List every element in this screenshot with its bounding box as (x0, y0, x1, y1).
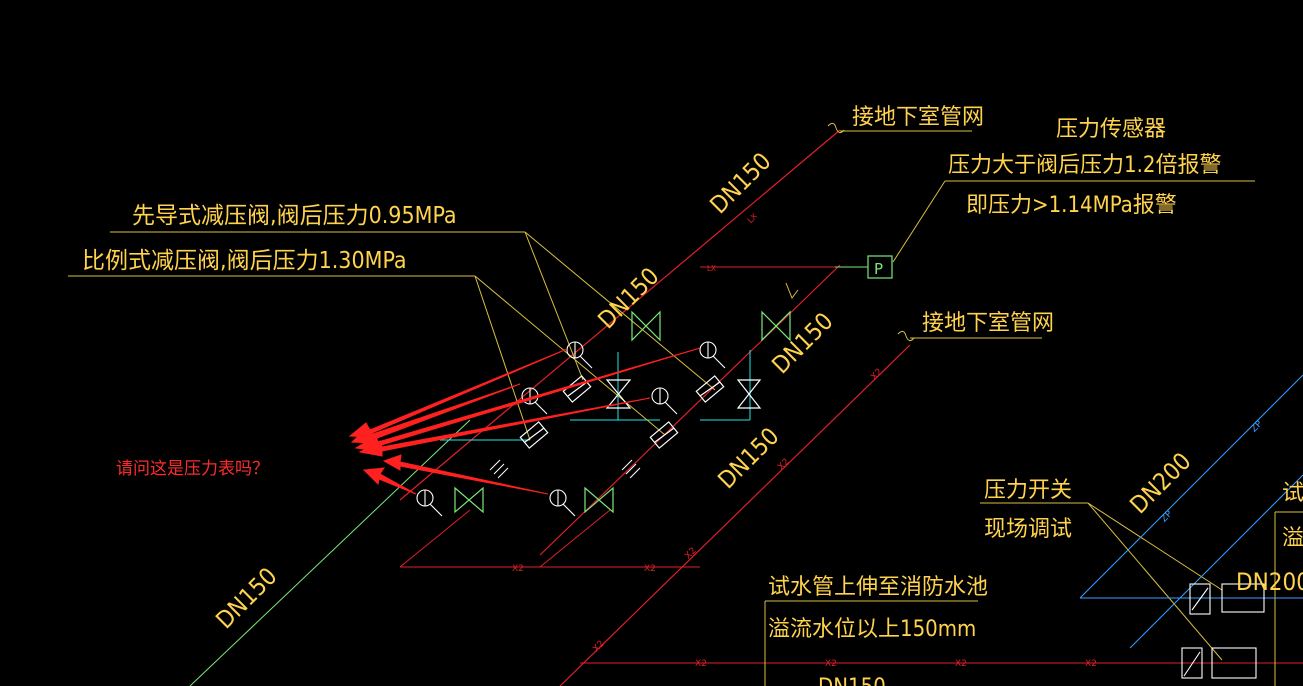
arrow-top-valve (785, 282, 799, 300)
pressure-sensor-box (867, 255, 893, 279)
pipe-red-main-1 (399, 129, 841, 501)
annotation-test-pipe-1: 试水管上伸至消防水池 (768, 575, 988, 600)
leader-pilot-2 (524, 231, 716, 391)
arrow-to-gauge-3 (350, 383, 521, 444)
arrow-to-gauge-5 (382, 454, 549, 495)
label-dn150-b: DN150 (592, 262, 664, 334)
tag-x2-4: X2 (825, 659, 837, 669)
pressure-reducing-valve-1 (562, 375, 592, 403)
label-dn150-c: DN150 (766, 307, 838, 379)
annotation-question: 请问这是压力表吗？ (116, 459, 269, 479)
arrow-to-gauge-1 (348, 348, 568, 438)
break-symbol-1 (827, 122, 845, 134)
tag-zp-2: ZP (1159, 509, 1175, 525)
pressure-switch-device-1 (1189, 583, 1265, 615)
tag-lx-2: LX (746, 211, 760, 225)
valve-gate-5 (454, 486, 484, 514)
leader-ratio-1 (474, 275, 531, 441)
annotation-test-pipe-2: 溢流水位以上150mm (768, 617, 976, 642)
label-dn150-d: DN150 (712, 422, 784, 494)
tag-x2-8: X2 (776, 457, 791, 472)
arrow-to-gauge-4 (358, 397, 651, 457)
tag-x2-10: X2 (591, 639, 606, 654)
valve-gate-2 (761, 310, 791, 342)
tag-p: P (874, 260, 883, 278)
annotation-sensor-line1: 压力大于阀后压力1.2倍报警 (948, 153, 1221, 178)
tag-x2-5: X2 (955, 659, 967, 669)
pressure-gauge-4 (651, 387, 678, 415)
pressure-reducing-valve-2 (695, 375, 725, 403)
break-symbol-2 (897, 330, 915, 342)
tag-x2-9: X2 (683, 546, 698, 561)
pipe-red-slope-b (539, 509, 611, 568)
pressure-gauge-5 (416, 489, 443, 517)
leader-switch-diag-2 (1087, 502, 1223, 661)
pressure-switch-device-2 (1181, 647, 1257, 679)
annotation-basement-1: 接地下室管网 (852, 105, 984, 130)
annotation-sensor-title: 压力传感器 (1056, 117, 1166, 142)
tag-x2-1: X2 (512, 564, 524, 574)
tag-lx-1: LX (707, 264, 716, 273)
arrow-to-gauge-6 (362, 467, 417, 495)
callout-arrows (348, 347, 701, 495)
annotation-sensor-line2: 即压力>1.14MPa报警 (966, 193, 1177, 218)
label-dn150-e: DN150 (210, 562, 282, 634)
filter-1 (489, 459, 509, 479)
pressure-reducing-valve-4 (649, 421, 679, 449)
label-dn150-a: DN150 (704, 147, 776, 219)
pipe-red-main-3 (559, 344, 911, 686)
tag-x2-6: X2 (1085, 659, 1097, 669)
annotation-pressure-switch-2: 现场调试 (984, 517, 1072, 542)
annotation-pilot-valve: 先导式减压阀,阀后压力0.95MPa (132, 203, 457, 229)
leader-switch-diag-1 (1087, 502, 1223, 591)
pipe-blue-zp-1 (1079, 374, 1303, 599)
valve-gate-6 (584, 486, 614, 514)
pressure-gauge-1 (566, 341, 593, 369)
leader-ratio-2 (474, 275, 666, 436)
annotation-basement-2: 接地下室管网 (922, 311, 1054, 336)
pipe-green-dn150 (189, 419, 471, 686)
tag-x2-7: X2 (869, 367, 884, 382)
leader-pilot-1 (524, 231, 584, 381)
pressure-gauge-2 (699, 341, 726, 369)
leader-sensor-diag (892, 180, 946, 263)
annotation-edge-1: 试 (1282, 481, 1303, 506)
pressure-reducing-valve-3 (519, 421, 549, 449)
valve-gate-4 (736, 379, 762, 409)
pipe-blue-zp-2 (1129, 474, 1303, 649)
tag-zp-1: ZP (1249, 419, 1265, 435)
annotation-edge-2: 溢 (1282, 526, 1303, 551)
valve-gate-1 (631, 310, 661, 342)
filter-2 (621, 459, 641, 479)
pipe-red-slope-a (399, 509, 471, 568)
valve-gate-3 (605, 379, 632, 409)
tag-x2-3: X2 (695, 659, 707, 669)
label-dn200-b: DN200 (1236, 568, 1303, 596)
label-dn150-bottom: DN150 (818, 675, 886, 686)
pressure-gauge-6 (549, 489, 576, 517)
tag-x2-2: X2 (644, 564, 656, 574)
annotation-ratio-valve: 比例式减压阀,阀后压力1.30MPa (82, 248, 407, 274)
annotation-pressure-switch-1: 压力开关 (984, 478, 1072, 503)
label-dn200-a: DN200 (1124, 447, 1196, 519)
